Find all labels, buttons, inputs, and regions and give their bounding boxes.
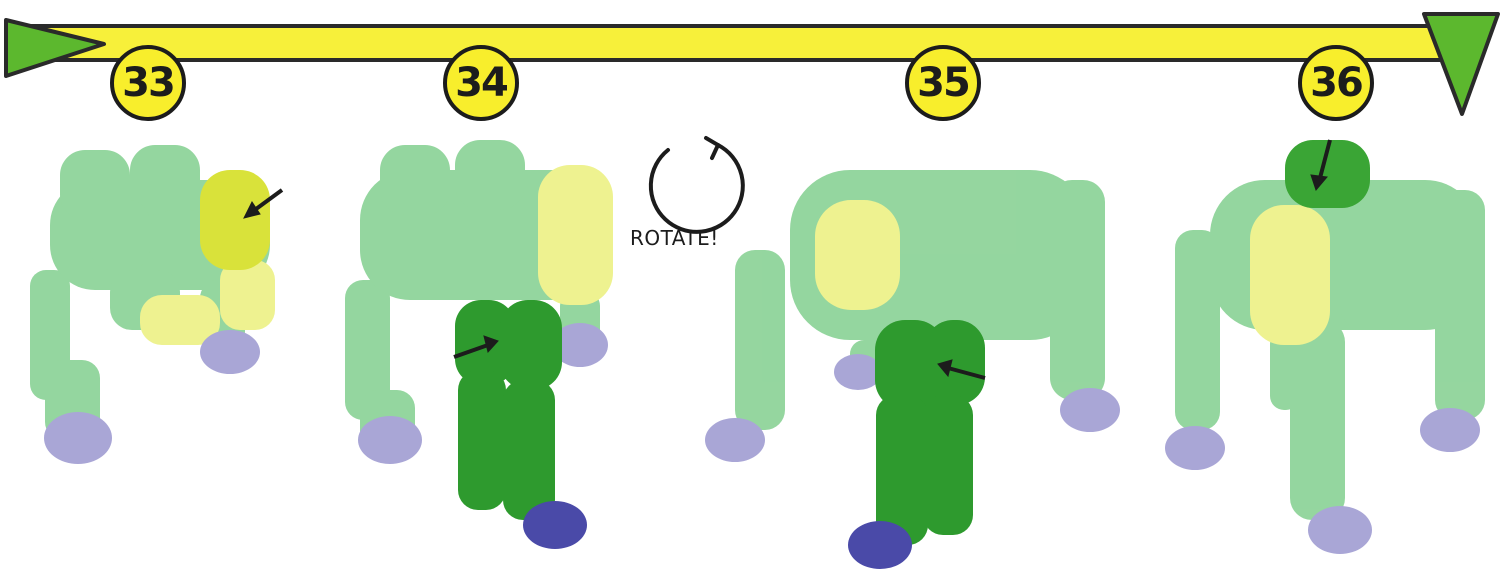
step-badge-33: 33	[110, 45, 186, 121]
rotate-icon	[651, 138, 743, 232]
end-arrow-icon	[1424, 14, 1498, 114]
step-badge-35: 35	[905, 45, 981, 121]
figure-step-35	[705, 170, 1120, 569]
step-badge-36: 36	[1298, 45, 1374, 121]
rotate-label: ROTATE!	[630, 226, 760, 250]
timeline	[6, 14, 1498, 114]
step-badge-34: 34	[443, 45, 519, 121]
figure-step-36	[1165, 140, 1485, 554]
figure-step-33	[30, 145, 282, 464]
timeline-bar	[30, 26, 1450, 60]
figure-step-34	[345, 140, 613, 549]
